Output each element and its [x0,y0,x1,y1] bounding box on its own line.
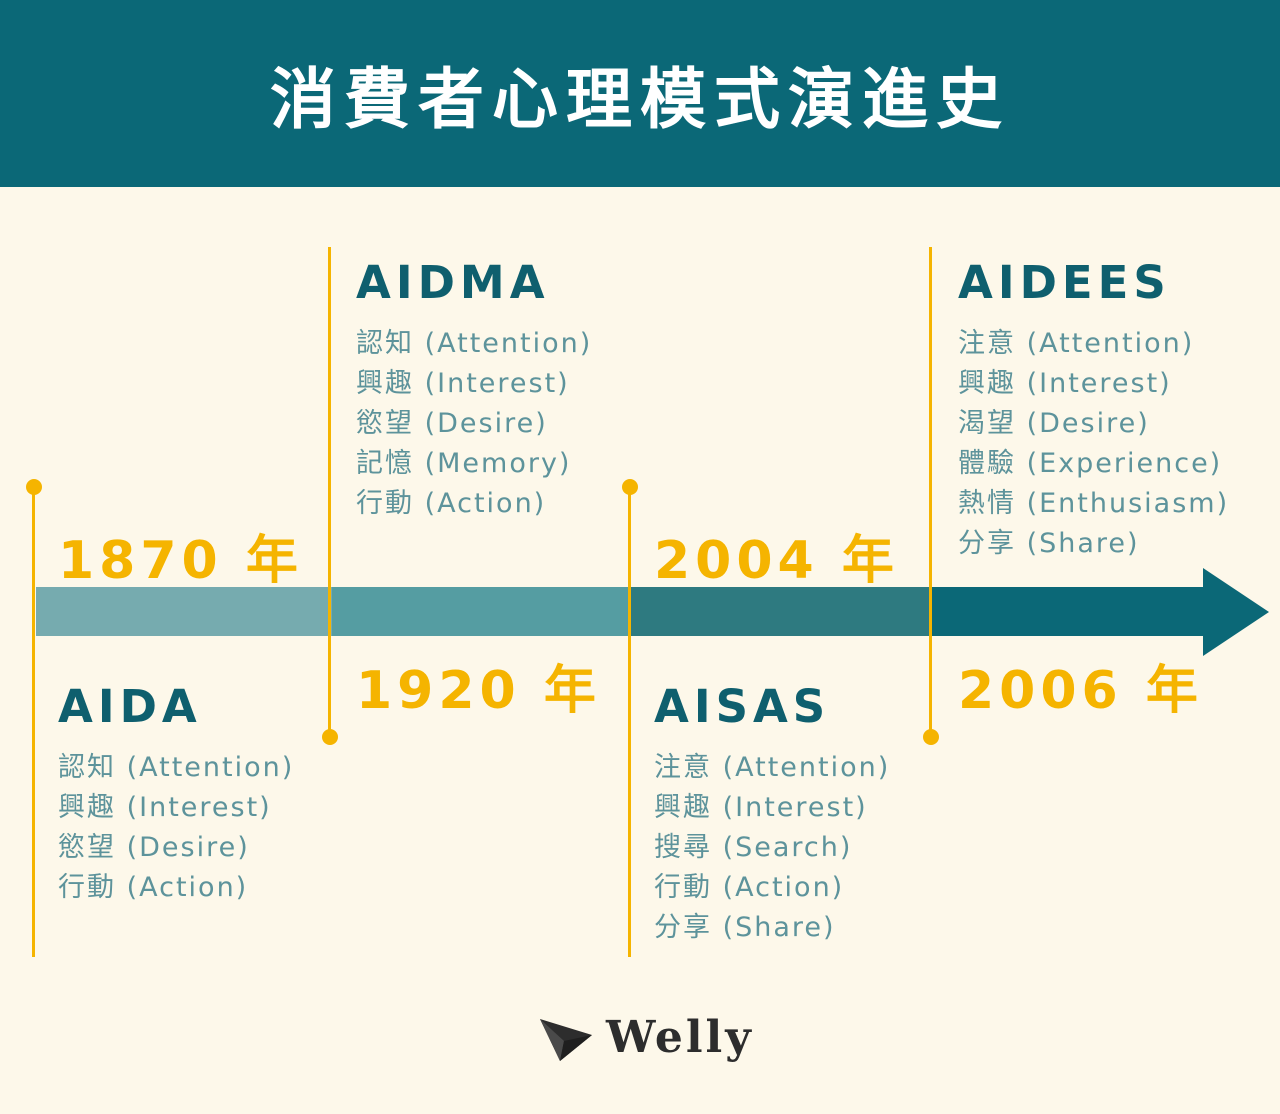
marker-dot-1920 [322,729,338,745]
step-item: 慾望 (Desire) [356,408,548,439]
step-item: 分享 (Share) [958,528,1140,559]
marker-line-2006 [929,247,932,737]
timeline-segment-4 [932,587,1204,636]
step-item: 體驗 (Experience) [958,448,1223,479]
step-item: 認知 (Attention) [58,752,295,783]
marker-line-1920 [328,247,331,737]
step-item: 注意 (Attention) [958,328,1195,359]
model-title: AISAS [654,680,831,733]
model-steps-list: 注意 (Attention) 興趣 (Interest) 搜尋 (Search)… [654,748,890,948]
model-title: AIDEES [958,256,1171,309]
header-banner: 消費者心理模式演進史 [0,0,1280,187]
marker-dot-2004 [622,479,638,495]
paper-plane-icon [540,1015,592,1061]
timeline-segment-1 [36,587,332,636]
page-title: 消費者心理模式演進史 [270,60,1010,138]
model-steps-list: 注意 (Attention) 興趣 (Interest) 渴望 (Desire)… [958,324,1229,564]
step-item: 興趣 (Interest) [654,792,868,823]
step-item: 熱情 (Enthusiasm) [958,488,1230,519]
step-item: 注意 (Attention) [654,752,891,783]
welly-logo: Welly [540,1012,754,1063]
step-item: 認知 (Attention) [356,328,593,359]
timeline-segment-2 [332,587,630,636]
marker-line-1870 [32,487,35,957]
model-title: AIDA [58,680,202,733]
year-label: 1870 年 [58,531,303,591]
timeline-arrowhead [1203,568,1269,656]
model-steps-list: 認知 (Attention) 興趣 (Interest) 慾望 (Desire)… [356,324,592,524]
year-label: 1920 年 [356,661,601,721]
model-steps-list: 認知 (Attention) 興趣 (Interest) 慾望 (Desire)… [58,748,294,908]
marker-dot-1870 [26,479,42,495]
step-item: 行動 (Action) [654,872,845,903]
model-title: AIDMA [356,256,550,309]
step-item: 記憶 (Memory) [356,448,572,479]
step-item: 渴望 (Desire) [958,408,1150,439]
logo-text: Welly [606,1012,754,1063]
step-item: 興趣 (Interest) [58,792,272,823]
step-item: 行動 (Action) [356,488,547,519]
year-label: 2006 年 [958,661,1203,721]
step-item: 分享 (Share) [654,912,836,943]
step-item: 搜尋 (Search) [654,832,853,863]
marker-dot-2006 [923,729,939,745]
step-item: 慾望 (Desire) [58,832,250,863]
year-label: 2004 年 [654,531,899,591]
step-item: 行動 (Action) [58,872,249,903]
marker-line-2004 [628,487,631,957]
step-item: 興趣 (Interest) [356,368,570,399]
step-item: 興趣 (Interest) [958,368,1172,399]
timeline-segment-3 [630,587,932,636]
